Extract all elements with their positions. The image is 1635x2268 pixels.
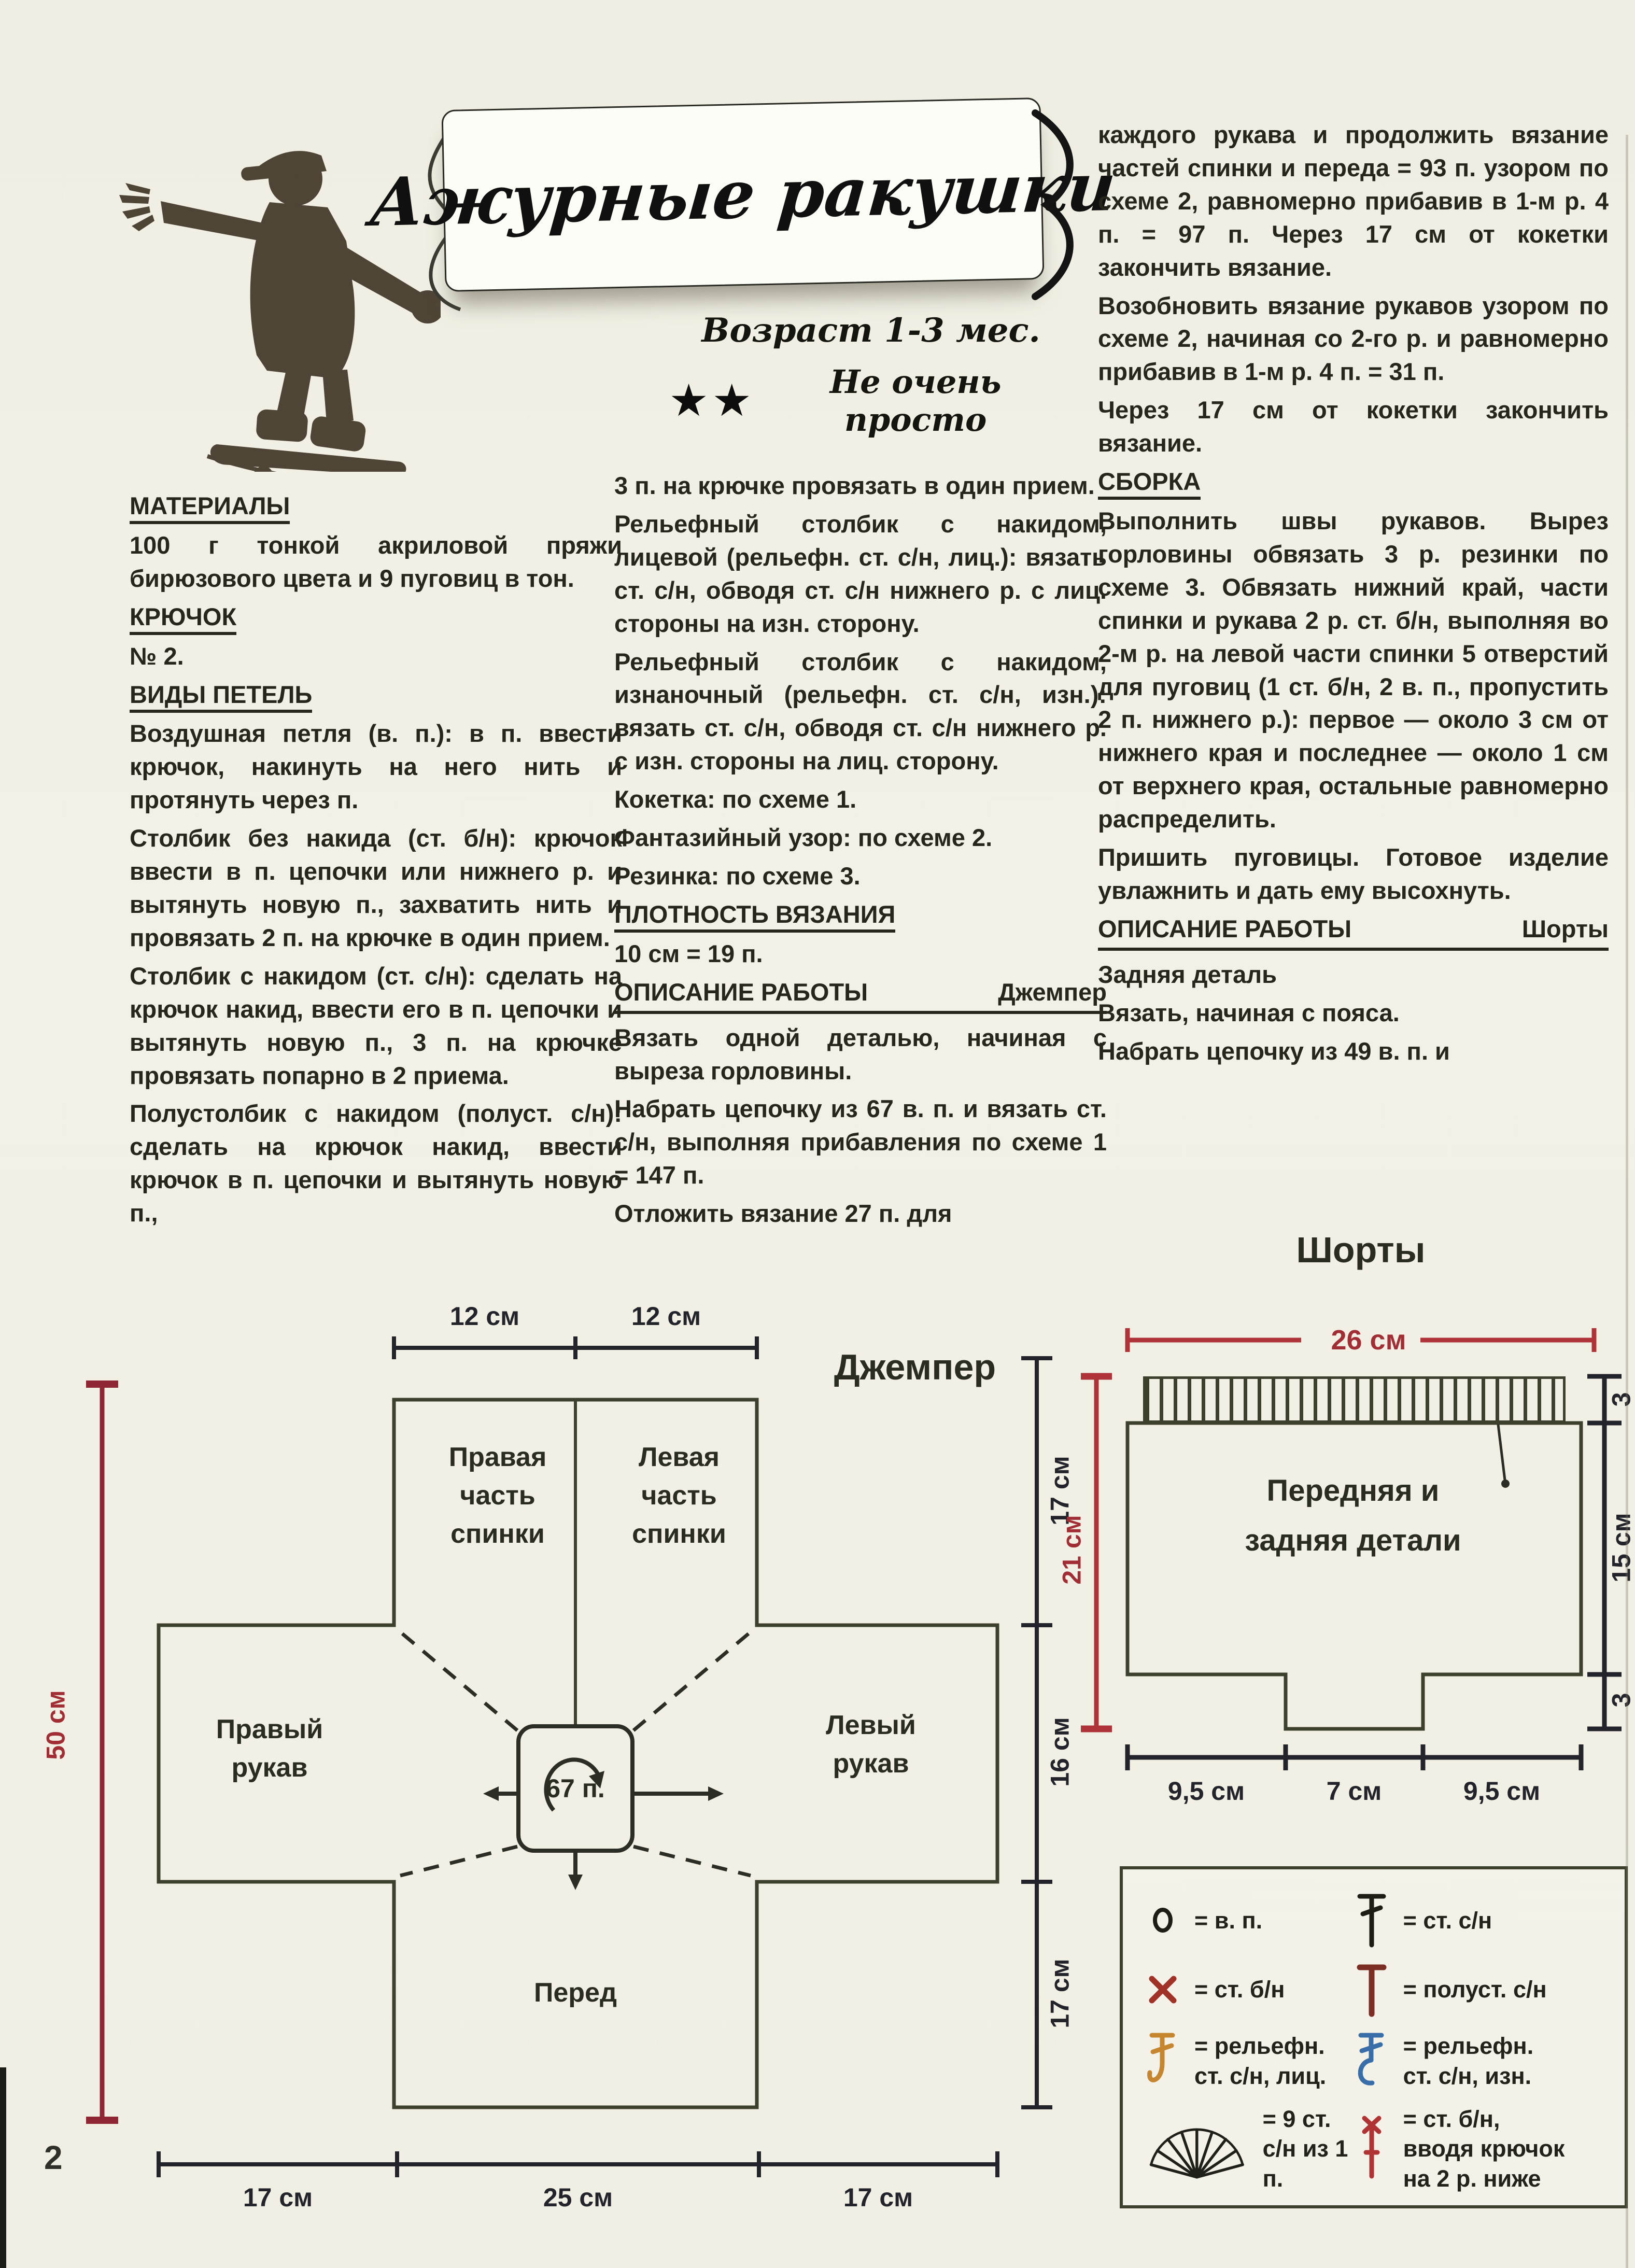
- paragraph: Вязать, начиная с пояса.: [1098, 998, 1400, 1026]
- paragraph: Рельефный столбик с накидом, изнаночный …: [614, 647, 1107, 775]
- shorts-title: Шорты: [1296, 1230, 1426, 1270]
- heading-materials: МАТЕРИАЛЫ: [130, 489, 622, 524]
- paragraph: Выполнить швы рукавов. Вырез горловины о…: [1098, 506, 1609, 833]
- shorts-schematic: [1081, 1328, 1622, 1770]
- relief-front-stitch-icon: [1147, 2033, 1175, 2082]
- shorts-right-measure-mid: 15 см: [1606, 1513, 1635, 1583]
- paragraph: Столбик с накидом (ст. с/н): сделать на …: [130, 962, 622, 1089]
- relief-back-stitch-icon: [1358, 2033, 1384, 2086]
- paragraph: Воздушная петля (в. п.): в п. ввести крю…: [130, 720, 622, 814]
- heading-assembly: СБОРКА: [1098, 465, 1609, 500]
- scan-edge-right: [1626, 135, 1628, 2268]
- paragraph: Рельефный столбик с накидом, лицевой (ре…: [614, 510, 1107, 637]
- jumper-top-measure-right: 12 см: [631, 1302, 701, 1331]
- jumper-label-front: Перед: [534, 1978, 617, 2008]
- paragraph: 10 см = 19 п.: [614, 939, 763, 967]
- shorts-top-measure: 26 см: [1331, 1325, 1406, 1356]
- shorts-right-measure-top: 3: [1606, 1392, 1635, 1407]
- page-title: Ажурные ракушки: [367, 148, 1119, 242]
- heading-gauge: ПЛОТНОСТЬ ВЯЗАНИЯ: [614, 898, 1107, 933]
- legend-item-hdc: = полуст. с/н: [1354, 1961, 1609, 2018]
- paragraph: Отложить вязание 27 п. для: [614, 1200, 952, 1228]
- skateboarder-icon: [119, 151, 441, 472]
- paragraph: 3 п. на крючке провязать в один прием.: [614, 472, 1095, 499]
- jumper-bottom-measure-left: 17 см: [243, 2183, 313, 2212]
- paragraph: Столбик без накида (ст. б/н): крючок вве…: [130, 824, 622, 951]
- jumper-center-stitch-count: 67 п.: [546, 1774, 605, 1803]
- shorts-label-body: Передняя и задняя детали: [1245, 1474, 1461, 1557]
- paragraph: Вязать одной деталью, начиная с выреза г…: [614, 1023, 1107, 1084]
- title-banner: Ажурные ракушки: [367, 97, 1119, 292]
- paragraph: Фантазийный узор: по схеме 2.: [614, 824, 993, 852]
- age-line: Возраст 1-3 мес.: [701, 311, 1040, 350]
- shell-fan-icon: [1149, 2128, 1244, 2179]
- shorts-bottom-measure-right: 9,5 см: [1463, 1777, 1541, 1806]
- jumper-title: Джемпер: [834, 1347, 996, 1387]
- jumper-bottom-measure-mid: 25 см: [543, 2183, 613, 2212]
- paragraph: Пришить пуговицы. Готовое изделие увлажн…: [1098, 843, 1609, 904]
- paragraph: Кокетка: по схеме 1.: [614, 785, 857, 813]
- sc-two-rows-below-icon: [1362, 2116, 1382, 2179]
- jumper-top-measure-left: 12 см: [449, 1302, 520, 1331]
- shorts-ribbing-band: [1143, 1376, 1566, 1423]
- heading-stitch-types: ВИДЫ ПЕТЕЛЬ: [130, 678, 622, 713]
- double-crochet-icon: [1357, 1894, 1386, 1948]
- paragraph: Задняя деталь: [1098, 960, 1277, 988]
- jumper-left-measure: 50 см: [41, 1690, 71, 1760]
- legend-item-fan: = 9 ст. с/н из 1 п.: [1145, 2104, 1354, 2194]
- banner-right-swash-icon: [1032, 109, 1074, 300]
- shorts-left-measure: 21 см: [1057, 1515, 1087, 1585]
- jumper-label-right-sleeve: Правый рукав: [216, 1714, 323, 1783]
- shorts-right-measure-bottom: 3: [1606, 1693, 1635, 1708]
- jumper-label-left-back: Левая часть спинки: [632, 1442, 726, 1549]
- legend-item-relief-back: = рельефн. ст. с/н, изн.: [1354, 2030, 1609, 2092]
- paragraph: Набрать цепочку из 49 в. п. и: [1098, 1037, 1450, 1065]
- paragraph: № 2.: [130, 642, 184, 670]
- jumper-bottom-measure-right: 17 см: [843, 2183, 913, 2212]
- jumper-label-right-back: Правая часть спинки: [448, 1442, 547, 1549]
- jumper-right-measure-bottom: 17 см: [1045, 1959, 1075, 2028]
- shorts-bottom-measure-mid: 7 см: [1326, 1777, 1382, 1806]
- legend-item-relief-front: = рельефн. ст. с/н, лиц.: [1145, 2030, 1354, 2092]
- chain-stitch-icon: [1153, 1908, 1173, 1933]
- stitch-legend: = в. п. = ст. с/н = ст. б/н: [1120, 1866, 1628, 2208]
- jumper-label-left-sleeve: Левый рукав: [826, 1710, 916, 1779]
- column-materials: МАТЕРИАЛЫ 100 г тонкой акриловой пряжи б…: [130, 486, 622, 1235]
- half-double-crochet-icon: [1357, 1964, 1387, 2017]
- legend-item-dc: = ст. с/н: [1354, 1891, 1609, 1949]
- shorts-bottom-measure-left: 9,5 см: [1167, 1777, 1245, 1806]
- legend-item-sc-below: = ст. б/н, вводя крючок на 2 р. ниже: [1354, 2104, 1609, 2194]
- difficulty-stars-icon: ★★: [669, 375, 755, 427]
- paragraph: Полустолбик с накидом (полуст. с/н): сде…: [130, 1100, 622, 1227]
- scan-edge-left: [0, 2067, 6, 2268]
- paragraph: Набрать цепочку из 67 в. п. и вязать ст.…: [614, 1095, 1107, 1189]
- column-description-jumper: 3 п. на крючке провязать в один прием. Р…: [614, 469, 1107, 1235]
- legend-item-chain: = в. п.: [1145, 1905, 1354, 1936]
- difficulty-line: ★★ Не очень просто: [669, 363, 1063, 439]
- paragraph: Резинка: по схеме 3.: [614, 862, 861, 890]
- difficulty-text: Не очень просто: [829, 363, 1002, 439]
- jumper-schematic: [86, 1336, 1052, 2177]
- paragraph: Через 17 см от кокетки закончить вязание…: [1098, 396, 1609, 457]
- page-number: 2: [44, 2139, 63, 2176]
- single-crochet-icon: [1149, 1976, 1177, 2004]
- heading-hook: КРЮЧОК: [130, 600, 622, 635]
- paragraph: Возобновить вязание рукавов узором по сх…: [1098, 291, 1609, 386]
- paragraph: каждого рукава и продолжить вязание част…: [1098, 121, 1609, 281]
- column-assembly-shorts: каждого рукава и продолжить вязание част…: [1098, 118, 1609, 1073]
- legend-item-sc: = ст. б/н: [1145, 1971, 1354, 2008]
- paragraph: 100 г тонкой акриловой пряжи бирюзового …: [130, 531, 622, 592]
